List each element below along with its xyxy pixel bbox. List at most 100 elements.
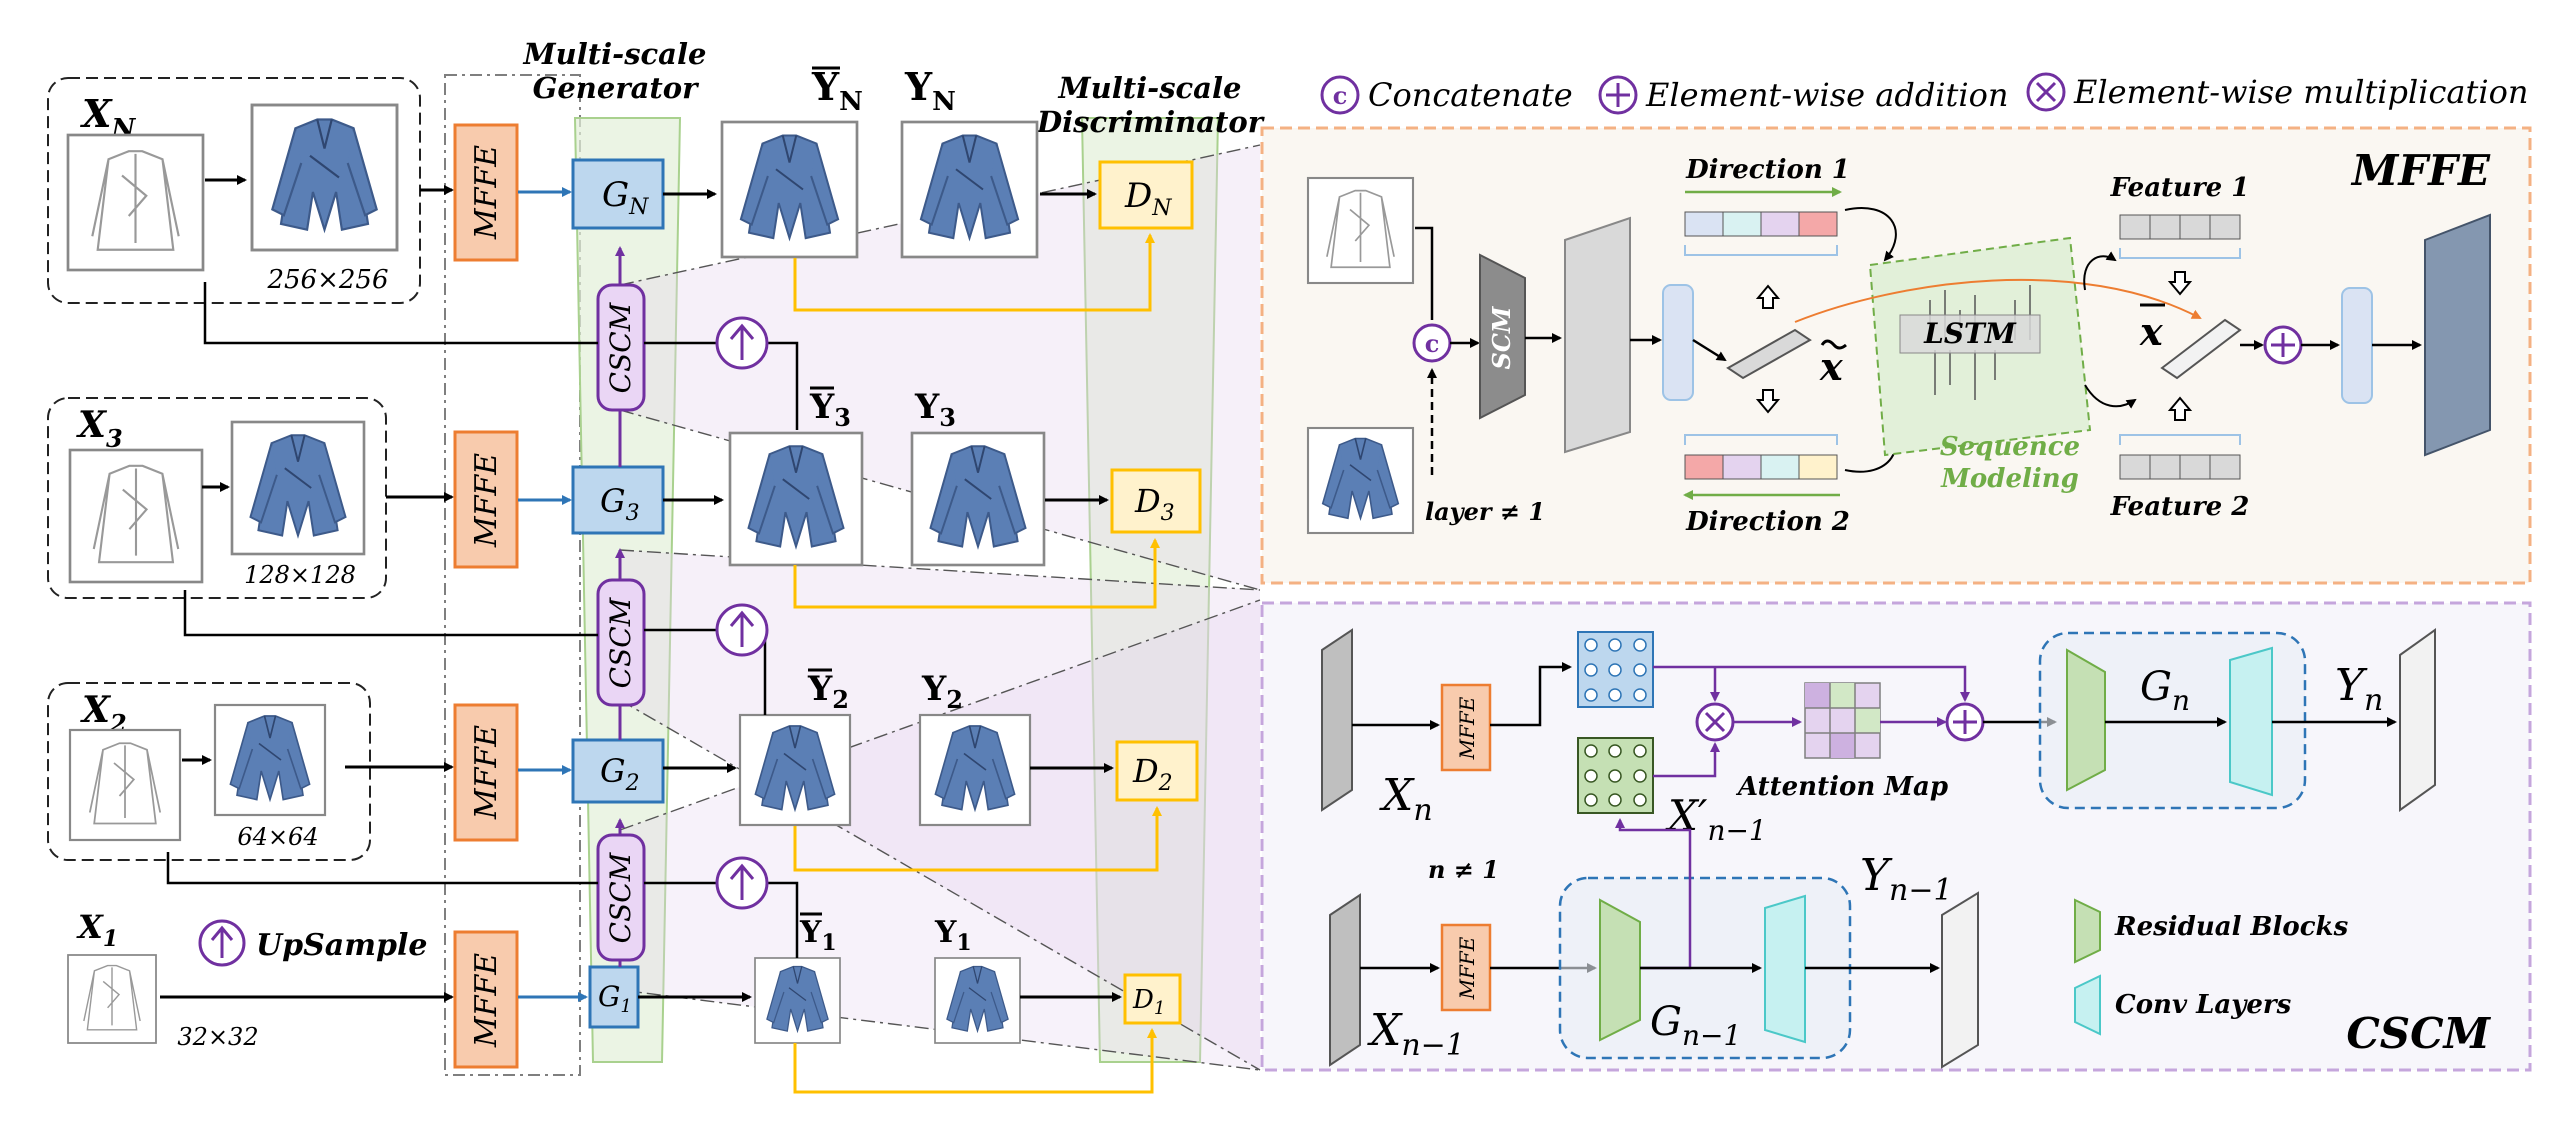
xn-1-label: Xn−1 bbox=[1367, 1005, 1465, 1063]
lstm-label: LSTM bbox=[1923, 317, 2017, 350]
cscm-label-3: CSCM bbox=[604, 596, 637, 688]
cscm-panel-title: CSCM bbox=[2346, 1009, 2491, 1058]
upsample-3 bbox=[644, 603, 769, 715]
generator-2 bbox=[571, 738, 665, 804]
upsample-2 bbox=[644, 856, 799, 958]
direction-1-label: Direction 1 bbox=[1685, 155, 1850, 185]
attention-map-label: Attention Map bbox=[1735, 772, 1948, 802]
real-image-2 bbox=[918, 713, 1032, 827]
n-condition: n ≠ 1 bbox=[1428, 855, 1499, 884]
cscm-label-n: CSCM bbox=[604, 301, 637, 393]
x-tilde-label: x bbox=[1819, 344, 1844, 389]
generated-image-3 bbox=[728, 431, 864, 567]
direction-1-sequence bbox=[1684, 211, 1838, 237]
x-bar-token bbox=[2160, 318, 2242, 380]
real-image-3 bbox=[910, 431, 1046, 567]
scm-block bbox=[1479, 253, 1526, 420]
x-prime-label: X′n−1 bbox=[1665, 791, 1767, 847]
upsample-legend-label: UpSample bbox=[256, 928, 427, 963]
shade-3 bbox=[620, 600, 1260, 1070]
key-grid bbox=[1577, 737, 1654, 814]
label-ybar-3: Y3 bbox=[809, 387, 851, 432]
sketch-image-n bbox=[66, 133, 205, 272]
mffe-block-n bbox=[453, 123, 519, 262]
mffe-column-frame bbox=[444, 74, 581, 1076]
jacket-image-2 bbox=[213, 703, 327, 817]
real-image-n bbox=[900, 120, 1039, 259]
feature-map-1 bbox=[1564, 216, 1631, 454]
label-y-3: Y3 bbox=[914, 387, 956, 432]
size-label-3: 128×128 bbox=[244, 561, 356, 589]
cscm-mffe-n-label: MFFE bbox=[1455, 696, 1479, 760]
cscm-mffe-n-1 bbox=[1440, 923, 1492, 1012]
discriminator-n bbox=[1098, 160, 1194, 230]
yn-1-label: Yn−1 bbox=[1860, 850, 1953, 908]
x-bar-label: x bbox=[2139, 309, 2164, 354]
sketch-image-1 bbox=[67, 954, 157, 1044]
gn-1-label: Gn−1 bbox=[1650, 999, 1741, 1052]
discriminator-label-2: D2 bbox=[1132, 752, 1173, 796]
discriminator-title-2: Discriminator bbox=[1036, 105, 1266, 139]
output-vector bbox=[2341, 287, 2373, 404]
mffe-block-2 bbox=[453, 703, 519, 842]
concat-legend-icon bbox=[1320, 75, 1360, 115]
legend-conv-icon bbox=[2074, 974, 2101, 1036]
generated-image-2 bbox=[738, 713, 852, 827]
generator-n bbox=[571, 158, 665, 230]
scm-label: SCM bbox=[1487, 305, 1516, 369]
size-label-2: 64×64 bbox=[237, 823, 318, 851]
concat-symbol: c bbox=[1333, 81, 1348, 110]
add-legend-label: Element-wise addition bbox=[1645, 76, 2009, 114]
concat-legend-label: Concatenate bbox=[1368, 76, 1573, 114]
feature-1-label: Feature 1 bbox=[2110, 173, 2250, 203]
input-group-3 bbox=[47, 397, 387, 599]
seq-model-label-2: Modeling bbox=[1940, 464, 2079, 494]
mffe-label-3: MFFE bbox=[469, 453, 504, 548]
cscm-block-n bbox=[596, 283, 646, 412]
label-ybar-n: YN bbox=[811, 64, 863, 117]
feature-vector bbox=[1662, 284, 1694, 401]
yn-label: Yn bbox=[2335, 660, 2383, 718]
mult-legend-label: Element-wise multiplication bbox=[2073, 73, 2528, 111]
discriminator-3 bbox=[1110, 468, 1202, 534]
discriminator-label-n: DN bbox=[1124, 176, 1172, 221]
gn-1-residual-block bbox=[1599, 898, 1641, 1042]
sketch-image-3 bbox=[68, 448, 204, 584]
gn-label: Gn bbox=[2140, 664, 2190, 717]
cscm-block-2 bbox=[596, 833, 646, 962]
feature-2-label: Feature 2 bbox=[2110, 492, 2250, 522]
size-label-1: 32×32 bbox=[177, 1023, 258, 1051]
mffe-label-2: MFFE bbox=[469, 725, 504, 820]
direction-2-sequence bbox=[1684, 454, 1838, 480]
generator-title-2: Generator bbox=[533, 71, 701, 105]
discriminator-label-3: D3 bbox=[1134, 482, 1175, 526]
discriminator-band bbox=[1080, 117, 1220, 1063]
gn-conv-layers bbox=[2229, 646, 2273, 797]
discriminator-1 bbox=[1123, 973, 1182, 1025]
concat-node-symbol: c bbox=[1425, 329, 1440, 358]
mffe-block-3 bbox=[453, 430, 519, 569]
mffe-panel-title: MFFE bbox=[2350, 146, 2491, 195]
cscm-mffe-n bbox=[1440, 683, 1492, 772]
label-x-3: X3 bbox=[76, 404, 123, 453]
size-label-n: 256×256 bbox=[266, 265, 388, 295]
generator-label-3: G3 bbox=[600, 482, 640, 526]
output-feature-map bbox=[2424, 213, 2491, 457]
x-tilde-token bbox=[1726, 328, 1812, 380]
generated-image-n bbox=[720, 120, 859, 259]
query-grid bbox=[1577, 631, 1654, 708]
gn-residual-block bbox=[2066, 648, 2106, 792]
input-group-2 bbox=[47, 682, 371, 861]
jacket-image-3 bbox=[230, 420, 366, 556]
legend-residual-icon bbox=[2074, 898, 2101, 964]
real-image-1 bbox=[934, 957, 1021, 1044]
discriminator-label-1: D1 bbox=[1132, 985, 1165, 1019]
mffe-label-1: MFFE bbox=[469, 953, 504, 1048]
label-ybar-1: Y1 bbox=[799, 915, 837, 956]
generator-3 bbox=[571, 465, 665, 535]
mffe-sketch-input bbox=[1306, 176, 1415, 285]
attention-map bbox=[1804, 682, 1881, 759]
feature-1-sequence bbox=[2119, 214, 2241, 240]
legend-conv-label: Conv Layers bbox=[2115, 990, 2292, 1020]
